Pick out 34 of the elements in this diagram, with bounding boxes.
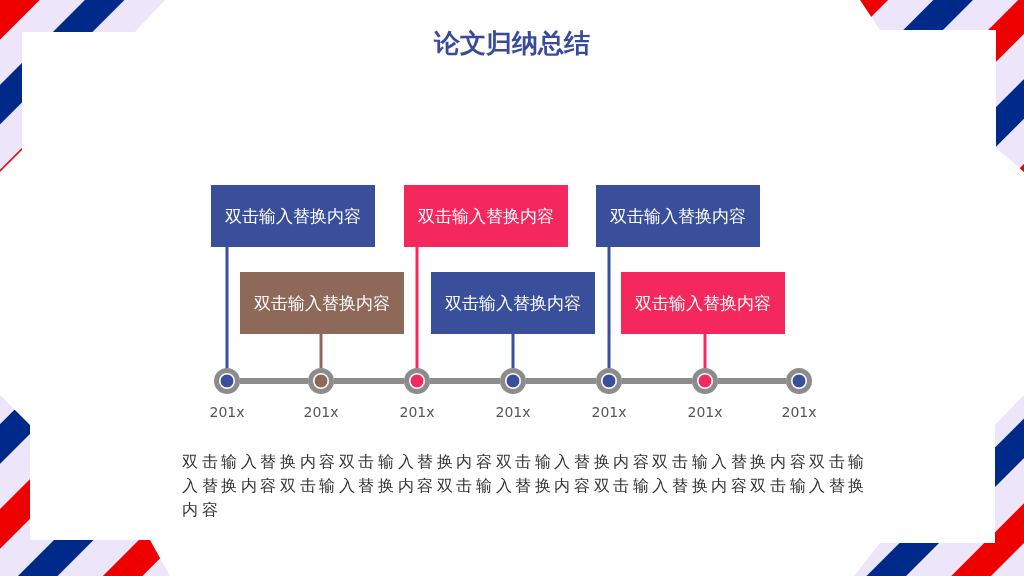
- connector-line: [319, 334, 323, 368]
- timeline-node: [214, 368, 240, 394]
- timeline-node: [692, 368, 718, 394]
- title: 论文归纳总结: [432, 27, 591, 60]
- description-text: 双击输入替换内容双击输入替换内容双击输入替换内容双击输入替换内容双击输入替换内容双击输入替换内容双击输入替换内容双击输入替换内容双击输入替换内容: [182, 451, 869, 521]
- timeline-node: [786, 368, 812, 394]
- connector-line: [415, 247, 419, 368]
- text-box: 双击输入替换内容: [431, 272, 595, 334]
- year-label: 201x: [780, 404, 818, 420]
- text-box: 双击输入替换内容: [404, 185, 568, 247]
- timeline-track: [334, 378, 404, 384]
- text-box: 双击输入替换内容: [596, 185, 760, 247]
- timeline-node: [500, 368, 526, 394]
- year-label: 201x: [208, 404, 246, 420]
- year-label: 201x: [590, 404, 628, 420]
- text-box: 双击输入替换内容: [240, 272, 404, 334]
- year-label: 201x: [398, 404, 436, 420]
- year-label: 201x: [686, 404, 724, 420]
- year-label: 201x: [494, 404, 532, 420]
- timeline-node: [308, 368, 334, 394]
- timeline-node: [404, 368, 430, 394]
- timeline-node: [596, 368, 622, 394]
- timeline-track: [622, 378, 692, 384]
- timeline-track: [430, 378, 500, 384]
- connector-line: [607, 247, 611, 368]
- timeline-track: [718, 378, 786, 384]
- connector-line: [703, 334, 707, 368]
- text-box: 双击输入替换内容: [621, 272, 785, 334]
- timeline-track: [526, 378, 596, 384]
- connector-line: [511, 334, 515, 368]
- timeline-track: [240, 378, 308, 384]
- year-label: 201x: [302, 404, 340, 420]
- text-box: 双击输入替换内容: [211, 185, 375, 247]
- connector-line: [225, 247, 229, 368]
